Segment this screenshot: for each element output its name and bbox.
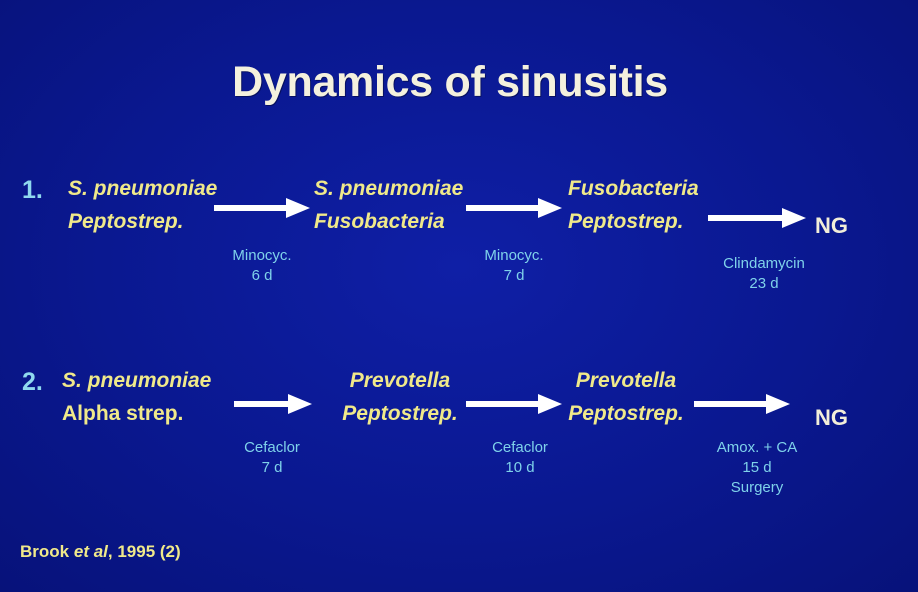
row-1-stage-2: S. pneumoniae Fusobacteria (314, 172, 463, 238)
organism-label: Prevotella (575, 369, 677, 392)
arrow-icon (466, 394, 562, 414)
treatment-label: 10 d (505, 459, 535, 476)
row-2-stage-2: Prevotella Peptostrep. (330, 364, 470, 430)
row-2-stage-1: S. pneumoniae Alpha strep. (62, 364, 211, 430)
organism-label: S. pneumoniae (314, 177, 464, 200)
slide-title: Dynamics of sinusitis (232, 58, 668, 106)
treatment-label: 6 d (251, 267, 273, 284)
row-1-stage-1: S. pneumoniae Peptostrep. (68, 172, 217, 238)
row-2-stage-3: Prevotella Peptostrep. (556, 364, 696, 430)
arrow-icon (694, 394, 790, 414)
treatment-label: 7 d (261, 459, 283, 476)
treatment-label: 7 d (503, 267, 525, 284)
treatment-label: Cefaclor (244, 439, 300, 456)
arrow-icon (234, 394, 312, 414)
row-2-treatment-3: Amox. + CA 15 d Surgery (692, 438, 822, 498)
treatment-label: Surgery (730, 479, 784, 496)
organism-label: S. pneumoniae (62, 369, 212, 392)
row-1-no-growth: NG (815, 213, 848, 238)
organism-label: Peptostrep. (568, 402, 684, 425)
organism-label: Peptostrep. (342, 402, 458, 425)
row-1-treatment-2: Minocyc. 7 d (464, 246, 564, 286)
treatment-label: Minocyc. (484, 247, 544, 264)
row-2-treatment-2: Cefaclor 10 d (470, 438, 570, 478)
row-2-no-growth: NG (815, 405, 848, 430)
treatment-label: Minocyc. (232, 247, 292, 264)
citation-year: , 1995 (2) (107, 542, 181, 561)
arrow-icon (708, 208, 806, 228)
row-1-treatment-3: Clindamycin 23 d (704, 254, 824, 294)
citation: Brook et al, 1995 (2) (20, 542, 181, 562)
organism-label: Alpha strep. (62, 402, 184, 425)
row-1-stage-3: Fusobacteria Peptostrep. (568, 172, 699, 238)
treatment-label: 23 d (749, 275, 779, 292)
treatment-label: Cefaclor (492, 439, 548, 456)
organism-label: Prevotella (349, 369, 451, 392)
row-1-number: 1. (22, 176, 43, 204)
treatment-label: Clindamycin (723, 255, 805, 272)
citation-author: Brook (20, 542, 70, 561)
row-2-number: 2. (22, 368, 43, 396)
organism-label: Peptostrep. (568, 210, 684, 233)
row-2-treatment-1: Cefaclor 7 d (222, 438, 322, 478)
arrow-icon (214, 198, 310, 218)
row-1-treatment-1: Minocyc. 6 d (212, 246, 312, 286)
organism-label: Peptostrep. (68, 210, 184, 233)
citation-etal: et al (73, 542, 108, 561)
treatment-label: Amox. + CA (716, 439, 798, 456)
organism-label: S. pneumoniae (68, 177, 218, 200)
treatment-label: 15 d (742, 459, 772, 476)
organism-label: Fusobacteria (568, 177, 699, 200)
organism-label: Fusobacteria (314, 210, 445, 233)
arrow-icon (466, 198, 562, 218)
